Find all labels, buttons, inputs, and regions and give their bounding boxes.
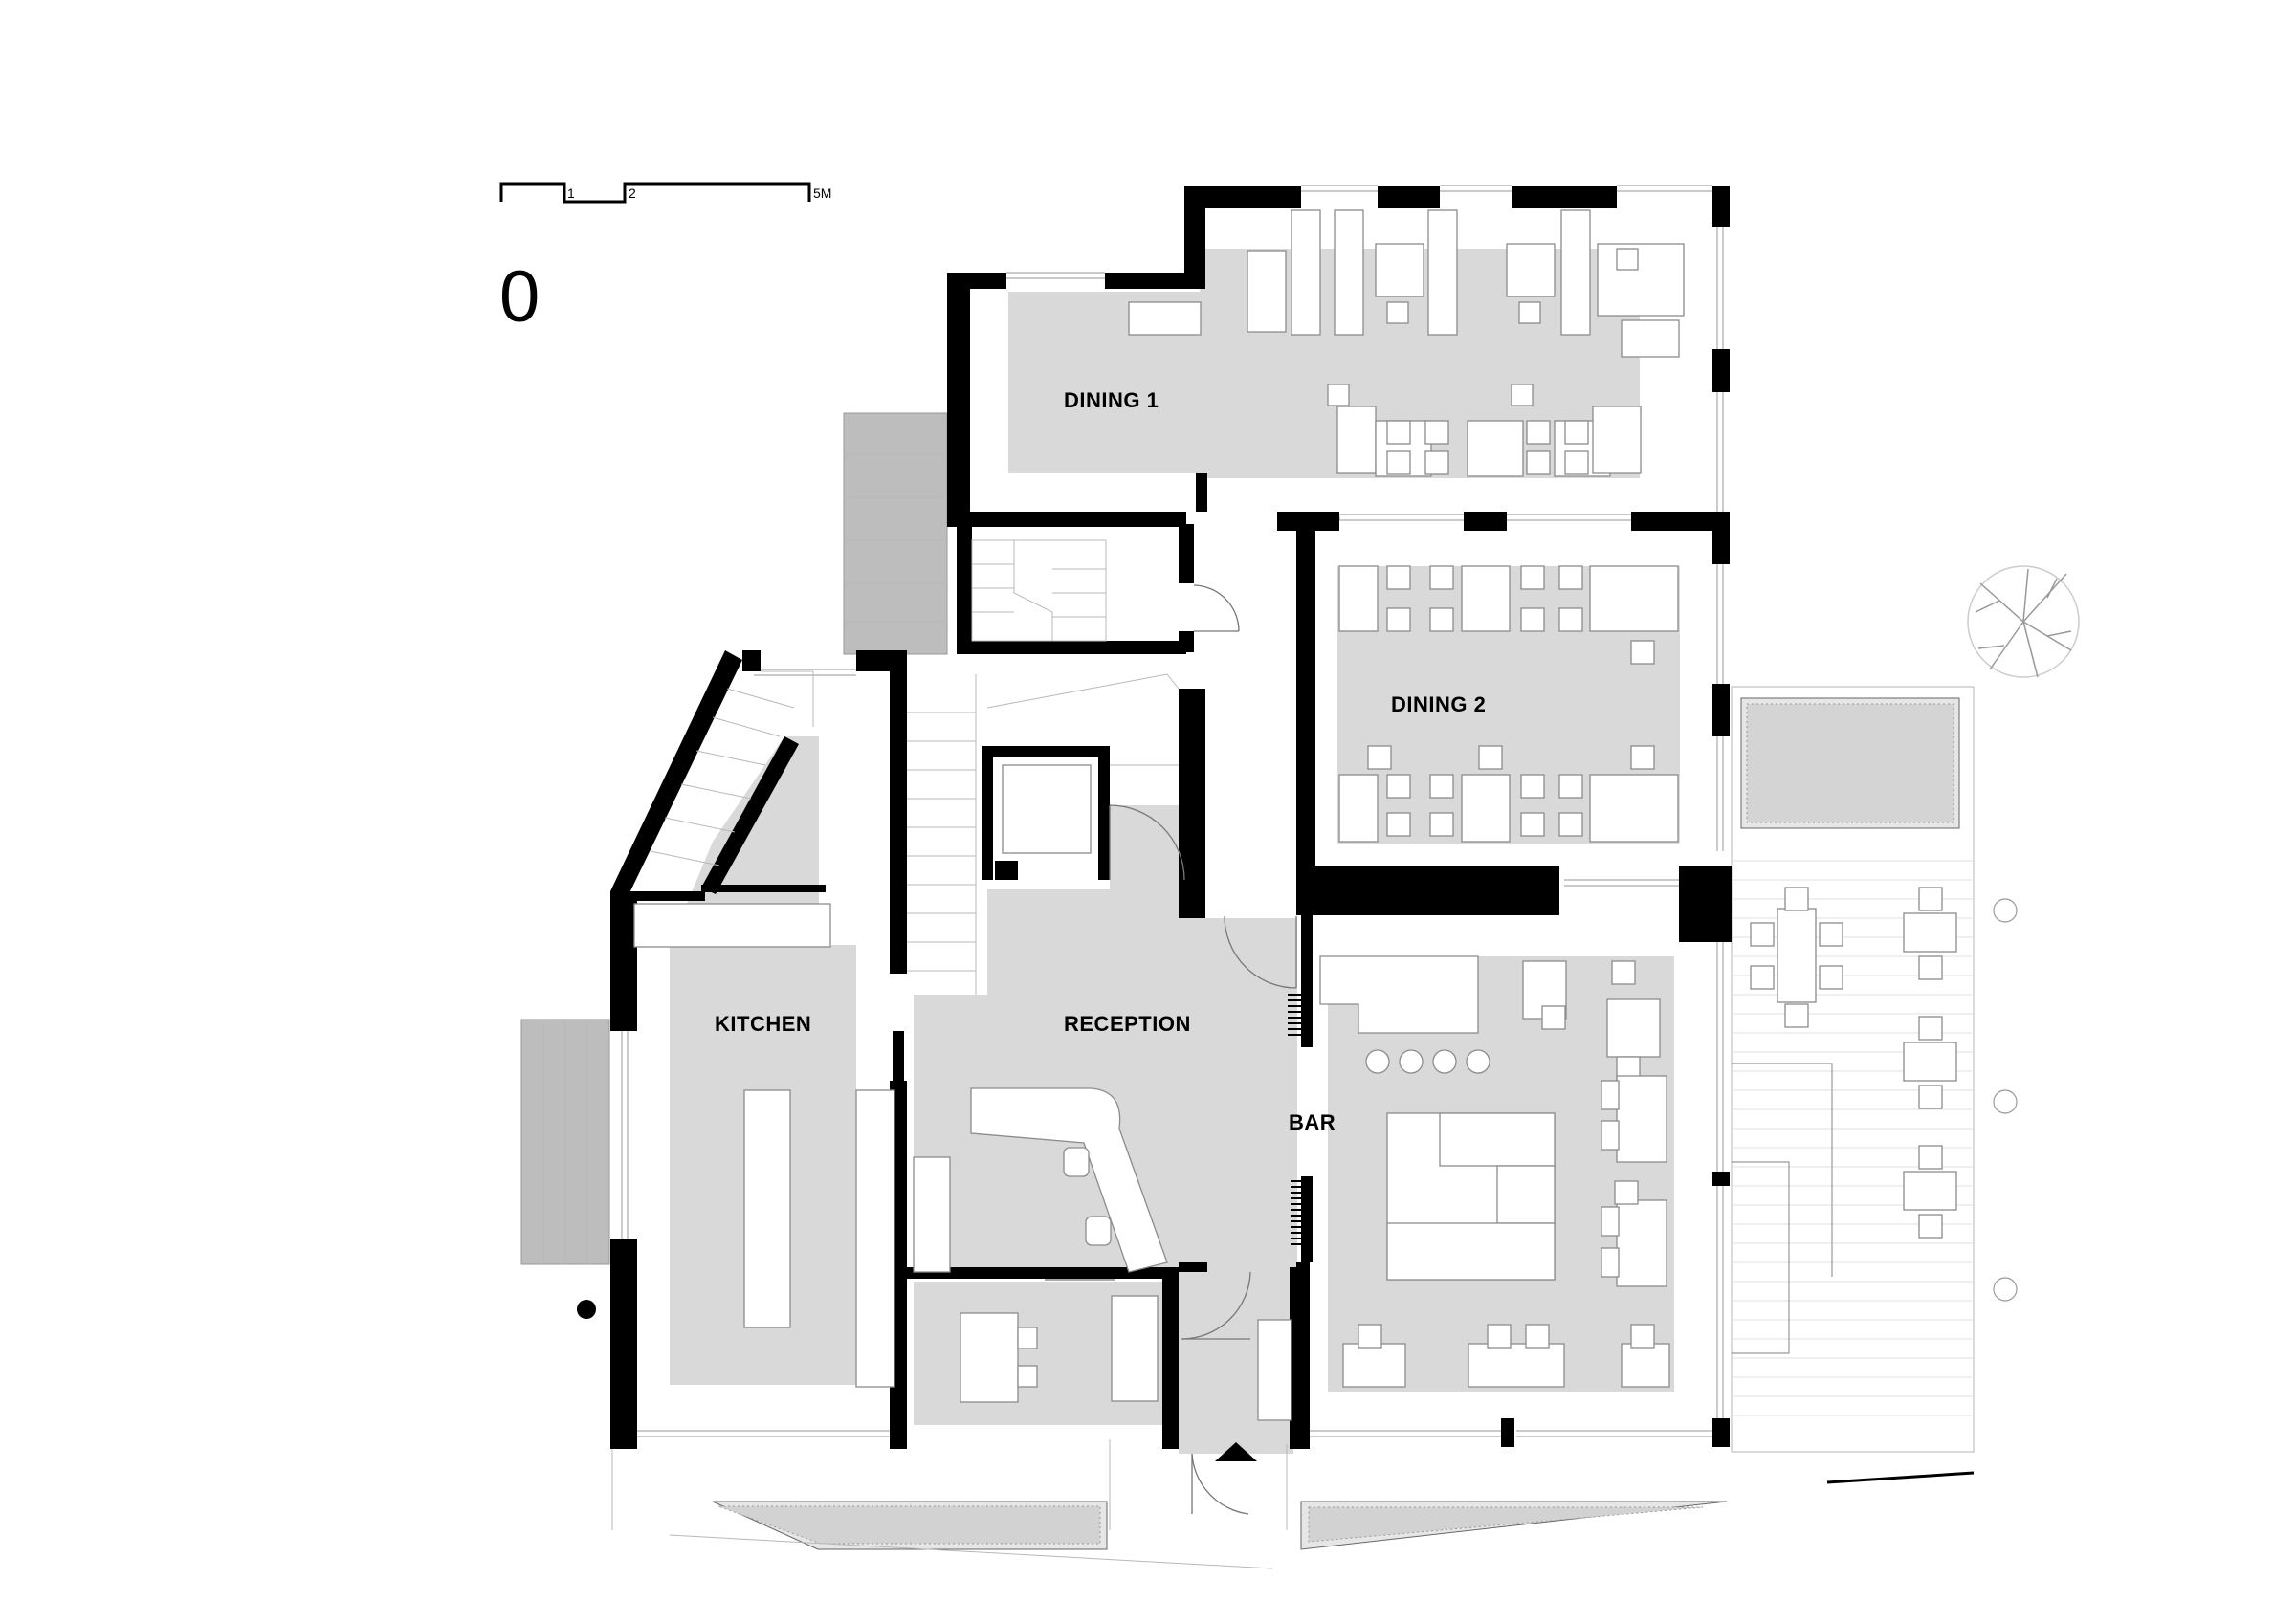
doors	[1045, 584, 1297, 1515]
room-label-bar: BAR	[1289, 1110, 1336, 1134]
furniture	[633, 209, 1957, 1421]
stairs	[650, 539, 1180, 995]
scale-tick-2: 2	[629, 186, 636, 201]
scale-tick-5m: 5M	[813, 186, 831, 201]
room-label-dining-1: DINING 1	[1064, 388, 1159, 412]
level-number: 0	[499, 256, 540, 338]
room-labels: DINING 1 DINING 2 KITCHEN RECEPTION BAR	[715, 388, 1486, 1134]
room-label-kitchen: KITCHEN	[715, 1012, 811, 1036]
scale-bar: 1 2 5M	[499, 182, 831, 204]
windows	[621, 185, 1724, 1437]
room-label-dining-2: DINING 2	[1391, 692, 1486, 716]
scale-tick-1: 1	[567, 186, 575, 201]
room-label-reception: RECEPTION	[1064, 1012, 1191, 1036]
